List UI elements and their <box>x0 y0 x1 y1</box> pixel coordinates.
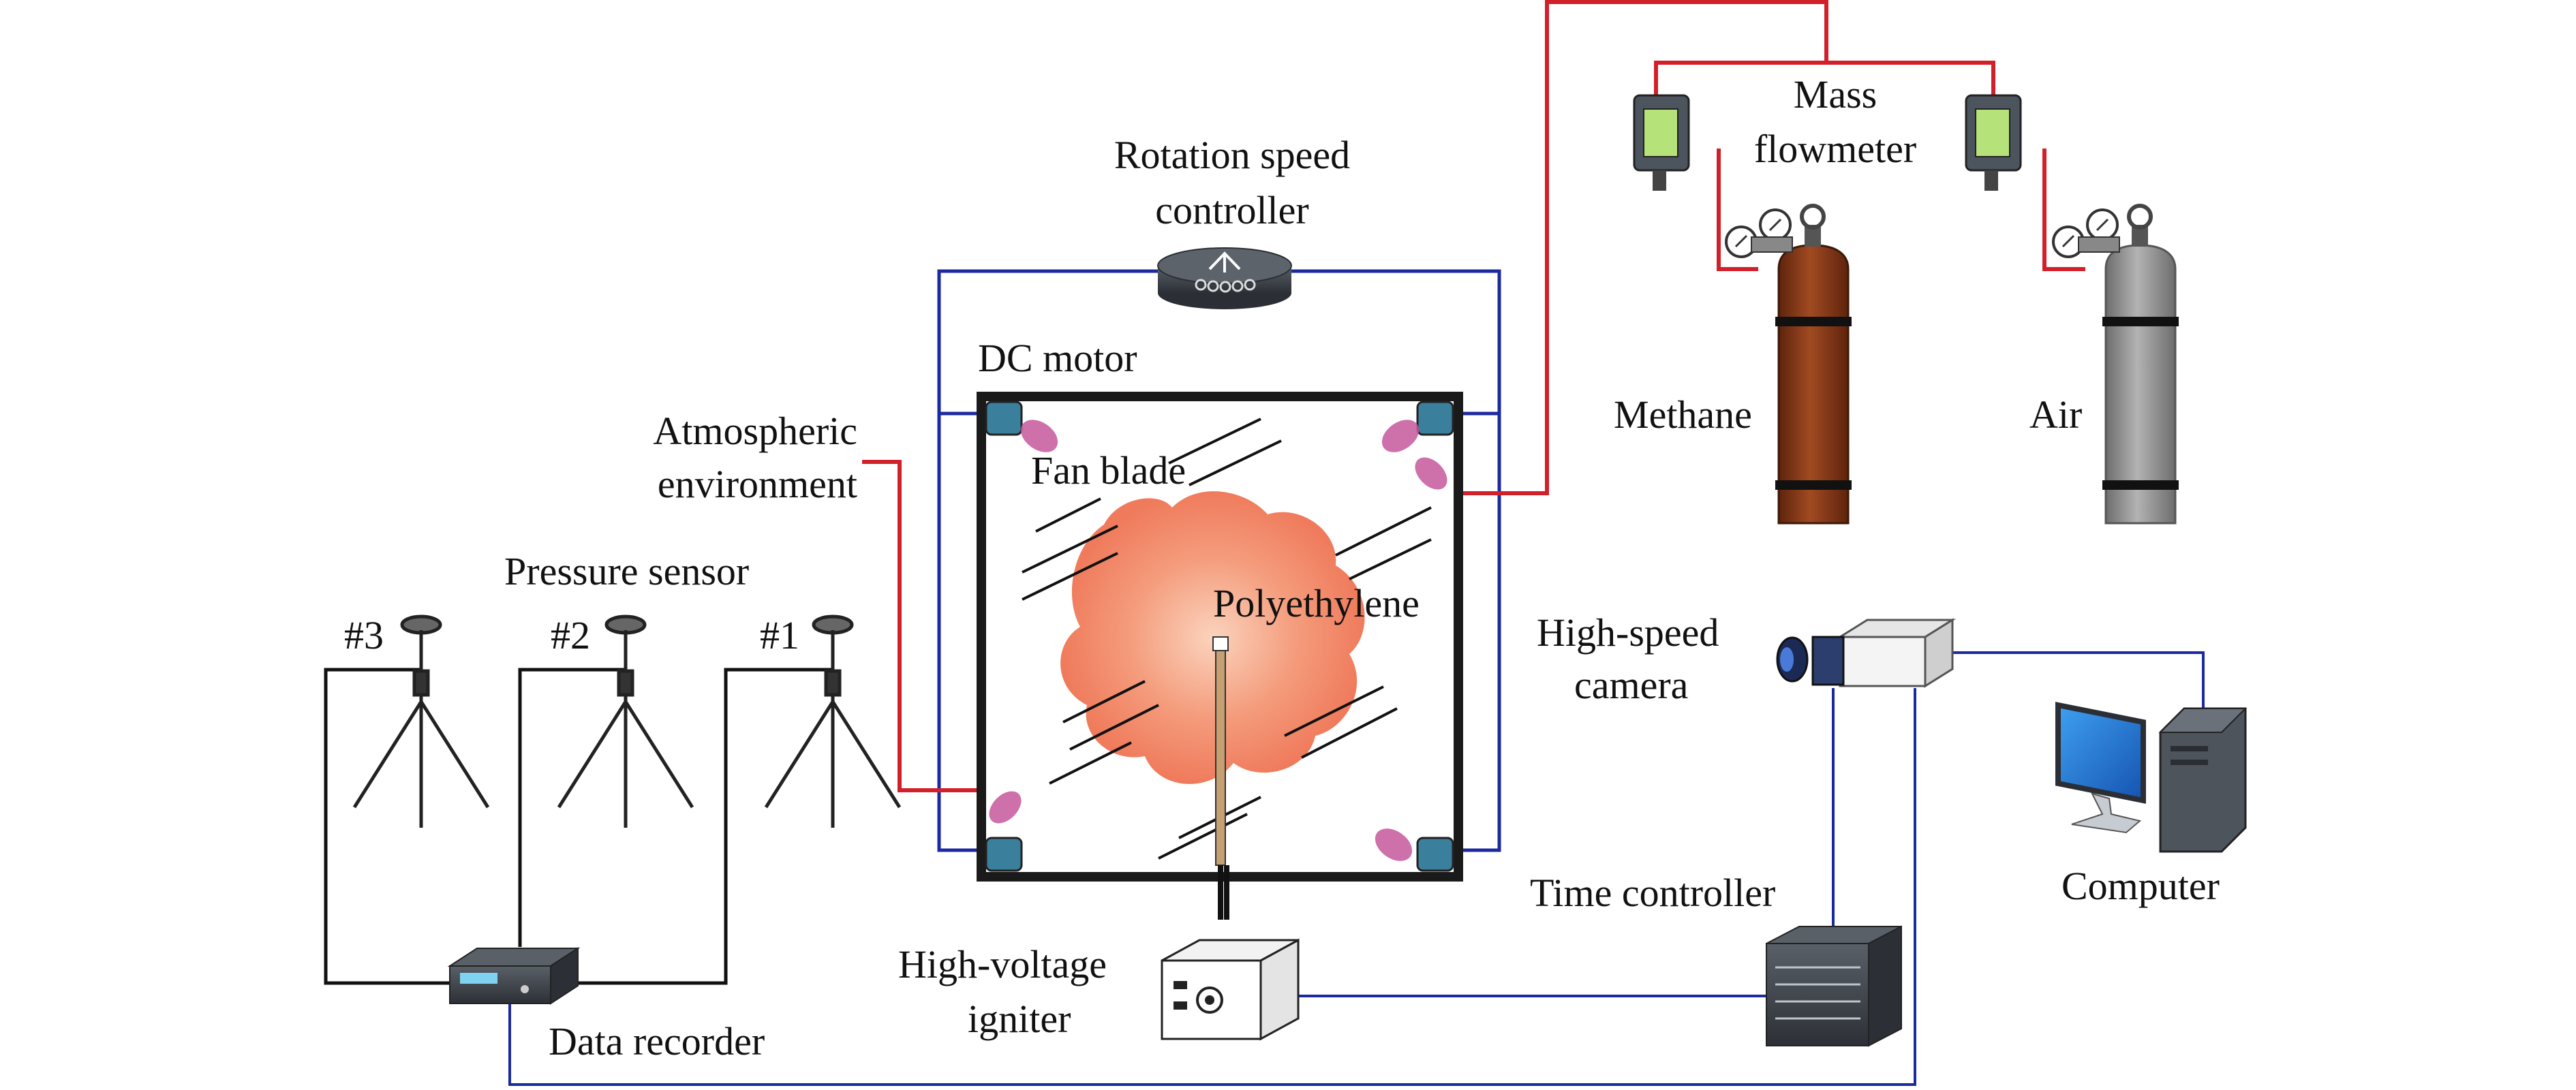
air-regulator <box>2052 208 2120 258</box>
atmospheric-line <box>862 460 985 792</box>
label-methane: Methane <box>1614 392 1752 437</box>
label-sensor-3: #3 <box>344 613 384 657</box>
methane-cylinder <box>1725 204 1852 525</box>
window-hatching <box>1022 418 1432 860</box>
motor-signal-line-right <box>1291 269 1501 852</box>
sensor-3-cable <box>324 668 463 985</box>
label-atmospheric-environment-2: environment <box>658 462 857 506</box>
gas-branch-methane <box>1654 61 1995 95</box>
gas-supply-line <box>1455 0 1828 495</box>
label-high-speed-camera-2: camera <box>1574 663 1688 707</box>
gas-line-methane-regulator <box>1717 149 1758 271</box>
labels: Rotation speed controller DC motor Atmos… <box>344 72 2220 1063</box>
motor-bottom-right <box>1375 828 1454 872</box>
label-dc-motor: DC motor <box>978 336 1137 380</box>
label-fan-blade: Fan blade <box>1031 448 1186 493</box>
label-data-recorder: Data recorder <box>549 1019 765 1063</box>
gas-line-air-regulator <box>2042 149 2085 271</box>
pressure-sensor-2 <box>557 614 694 828</box>
label-mass-flowmeter-1: Mass <box>1794 72 1877 116</box>
label-mass-flowmeter-2: flowmeter <box>1754 127 1916 171</box>
motor-signal-line-left <box>937 269 1159 852</box>
sensor-2-cable <box>518 668 626 947</box>
computer <box>2055 702 2248 853</box>
electrode <box>1212 636 1229 920</box>
label-high-speed-camera-1: High-speed <box>1537 610 1719 655</box>
label-air: Air <box>2029 392 2082 437</box>
time-controller <box>1766 925 1902 1047</box>
label-time-controller: Time controller <box>1530 871 1775 915</box>
combustion-chamber <box>977 392 1463 920</box>
mass-flowmeter-methane <box>1633 94 1690 191</box>
motor-bottom-left <box>985 791 1023 872</box>
methane-regulator <box>1725 208 1793 258</box>
label-high-voltage-igniter-1: High-voltage <box>898 942 1107 986</box>
data-recorder <box>447 947 581 1005</box>
high-speed-camera <box>1776 618 1957 688</box>
label-polyethylene: Polyethylene <box>1213 581 1420 625</box>
air-cylinder <box>2052 204 2179 525</box>
label-atmospheric-environment-1: Atmospheric <box>653 409 857 453</box>
rotation-speed-controller <box>1157 247 1292 309</box>
sensor-1-cable <box>578 668 833 985</box>
label-computer: Computer <box>2061 864 2220 908</box>
label-sensor-1: #1 <box>760 613 799 657</box>
pressure-sensor-3 <box>352 614 490 828</box>
motor-top-left <box>985 401 1058 452</box>
mass-flowmeter-air <box>1965 94 2022 191</box>
high-voltage-igniter <box>1161 938 1300 1041</box>
label-pressure-sensor: Pressure sensor <box>504 549 749 593</box>
motor-top-right <box>1381 401 1454 490</box>
label-high-voltage-igniter-2: igniter <box>968 997 1071 1041</box>
label-rotation-speed-controller-2: controller <box>1155 188 1308 232</box>
wiring <box>324 0 2205 1086</box>
label-rotation-speed-controller-1: Rotation speed <box>1114 133 1350 177</box>
data-recorder-camera-line <box>508 688 1916 1086</box>
camera-computer-line <box>1952 651 2205 708</box>
pressure-sensor-1 <box>764 614 902 828</box>
label-sensor-2: #2 <box>551 613 590 657</box>
